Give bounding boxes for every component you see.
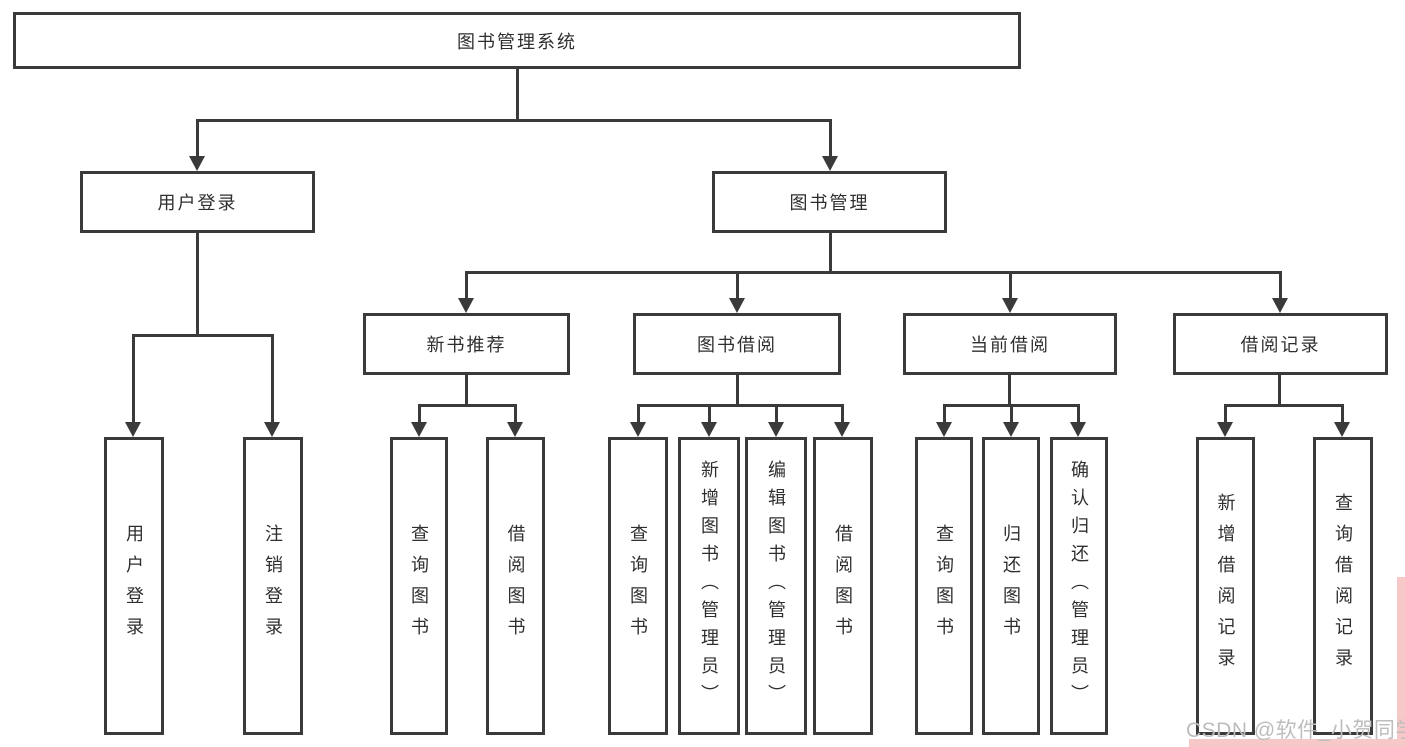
leaf-label: 新增借阅记录 — [1215, 493, 1236, 679]
connector-line — [196, 119, 832, 122]
leaf-label: 用户登录 — [124, 524, 144, 648]
leaf-add-books-admin: 新增图书（管理员） — [678, 437, 740, 735]
node-new-book-recommend: 新书推荐 — [363, 313, 570, 375]
connector-line — [775, 404, 778, 426]
leaf-label: 借阅图书 — [505, 524, 526, 648]
arrowhead-down-icon — [458, 298, 474, 313]
node-book-borrowing: 图书借阅 — [633, 313, 841, 375]
connector-line — [736, 271, 739, 302]
arrowhead-down-icon — [1217, 422, 1233, 437]
leaf-return-books: 归还图书 — [982, 437, 1040, 735]
connector-line — [1279, 271, 1282, 302]
connector-line — [514, 404, 517, 426]
leaf-edit-books-admin: 编辑图书（管理员） — [745, 437, 807, 735]
watermark: CSDN @软件_小贺同学 — [1186, 719, 1405, 742]
arrowhead-down-icon — [189, 156, 205, 171]
arrowhead-down-icon — [264, 422, 280, 437]
node-book-management-module: 图书管理 — [712, 171, 947, 233]
accent-strip-right — [1397, 577, 1405, 747]
leaf-label: 归还图书 — [1001, 524, 1021, 648]
leaf-label: 编辑图书（管理员） — [766, 460, 786, 712]
leaf-query-books-recommend: 查询图书 — [390, 437, 448, 735]
connector-line — [465, 271, 468, 302]
arrowhead-down-icon — [768, 422, 784, 437]
node-root-system: 图书管理系统 — [13, 12, 1021, 69]
connector-line — [516, 69, 519, 122]
arrowhead-down-icon — [834, 422, 850, 437]
connector-line — [132, 334, 274, 337]
connector-line — [1224, 404, 1227, 426]
arrowhead-down-icon — [822, 156, 838, 171]
connector-line — [271, 334, 274, 424]
connector-line — [1008, 375, 1011, 407]
connector-line — [465, 375, 468, 407]
node-label: 当前借阅 — [970, 335, 1050, 355]
leaf-query-books-borrow: 查询图书 — [608, 437, 668, 735]
connector-line — [637, 404, 844, 407]
arrowhead-down-icon — [701, 422, 717, 437]
connector-line — [1077, 404, 1080, 426]
node-borrowing-records: 借阅记录 — [1173, 313, 1388, 375]
leaf-borrow-books: 借阅图书 — [813, 437, 873, 735]
connector-line — [1010, 404, 1013, 426]
arrowhead-down-icon — [936, 422, 952, 437]
connector-line — [841, 404, 844, 426]
node-label: 图书管理 — [789, 193, 870, 213]
leaf-label: 借阅图书 — [833, 524, 853, 648]
node-label: 借阅记录 — [1240, 335, 1321, 355]
node-user-login-module: 用户登录 — [80, 171, 315, 233]
connector-line — [132, 334, 135, 424]
connector-line — [943, 404, 946, 426]
leaf-logout: 注销登录 — [243, 437, 303, 735]
accent-strip-bottom — [1189, 739, 1405, 747]
leaf-label: 新增图书（管理员） — [699, 460, 719, 712]
connector-line — [708, 404, 711, 426]
leaf-label: 注销登录 — [263, 524, 283, 648]
node-label: 图书借阅 — [697, 335, 777, 355]
leaf-confirm-return-admin: 确认归还（管理员） — [1050, 437, 1108, 735]
connector-line — [736, 375, 739, 407]
connector-line — [1224, 404, 1344, 407]
leaf-label: 查询图书 — [934, 524, 954, 648]
connector-line — [196, 233, 199, 337]
arrowhead-down-icon — [1272, 298, 1288, 313]
connector-line — [829, 233, 832, 274]
connector-line — [418, 404, 517, 407]
arrowhead-down-icon — [1003, 422, 1019, 437]
leaf-query-books-current: 查询图书 — [915, 437, 973, 735]
leaf-label: 查询图书 — [628, 524, 648, 648]
connector-line — [1009, 271, 1012, 302]
leaf-add-borrow-record: 新增借阅记录 — [1196, 437, 1255, 735]
leaf-user-login: 用户登录 — [104, 437, 164, 735]
arrowhead-down-icon — [1334, 422, 1350, 437]
leaf-borrow-books-recommend: 借阅图书 — [486, 437, 545, 735]
connector-line — [829, 119, 832, 159]
leaf-query-borrow-record: 查询借阅记录 — [1313, 437, 1373, 735]
node-current-borrowing: 当前借阅 — [903, 313, 1117, 375]
leaf-label: 确认归还（管理员） — [1069, 460, 1089, 712]
arrowhead-down-icon — [1002, 298, 1018, 313]
connector-line — [196, 119, 199, 159]
node-label: 新书推荐 — [426, 335, 507, 355]
connector-line — [465, 271, 1282, 274]
connector-line — [637, 404, 640, 426]
arrowhead-down-icon — [507, 422, 523, 437]
arrowhead-down-icon — [1070, 422, 1086, 437]
arrowhead-down-icon — [411, 422, 427, 437]
node-label: 用户登录 — [157, 193, 238, 213]
arrowhead-down-icon — [729, 298, 745, 313]
connector-line — [418, 404, 421, 426]
connector-line — [1341, 404, 1344, 426]
node-label: 图书管理系统 — [457, 31, 577, 52]
arrowhead-down-icon — [630, 422, 646, 437]
connector-line — [1278, 375, 1281, 407]
leaf-label: 查询图书 — [409, 524, 429, 648]
arrowhead-down-icon — [125, 422, 141, 437]
leaf-label: 查询借阅记录 — [1333, 493, 1353, 679]
